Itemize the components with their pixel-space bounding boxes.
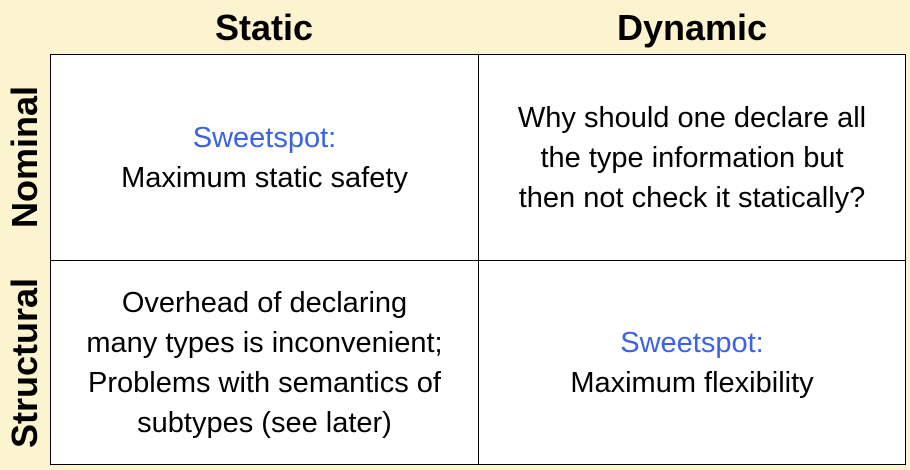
- row-header-structural-label: Structural: [4, 277, 46, 448]
- cell-text-line: Maximum flexibility: [570, 366, 814, 399]
- grid-horizontal-divider: [51, 260, 905, 261]
- cell-nominal-static: Sweetspot: Maximum static safety: [51, 55, 478, 260]
- cell-text-line: Overhead of declaring: [121, 286, 408, 319]
- cell-nominal-dynamic: Why should one declare all the type info…: [479, 55, 905, 260]
- comparison-grid: Sweetspot: Maximum static safety Why sho…: [50, 54, 906, 465]
- row-header-nominal: Nominal: [0, 54, 50, 260]
- sweetspot-label: Sweetspot:: [192, 121, 337, 154]
- cell-text-line: many types is inconvenient;: [86, 326, 443, 359]
- cell-structural-static: Overhead of declaring many types is inco…: [51, 261, 478, 464]
- cell-text-line: the type information but: [540, 141, 844, 174]
- grid-vertical-divider: [478, 55, 479, 464]
- cell-text-line: Why should one declare all: [517, 101, 867, 134]
- cell-text-line: Maximum static safety: [121, 161, 408, 194]
- column-header-dynamic: Dynamic: [616, 7, 768, 48]
- sweetspot-label: Sweetspot:: [620, 326, 764, 359]
- cell-structural-dynamic: Sweetspot: Maximum flexibility: [479, 261, 905, 464]
- row-header-structural: Structural: [0, 260, 50, 465]
- cell-text-line: Problems with semantics of: [88, 366, 441, 399]
- cell-text-line: then not check it statically?: [518, 181, 866, 214]
- column-header-static: Static: [214, 7, 314, 48]
- cell-text-line: subtypes (see later): [137, 406, 392, 439]
- row-header-nominal-label: Nominal: [4, 85, 46, 229]
